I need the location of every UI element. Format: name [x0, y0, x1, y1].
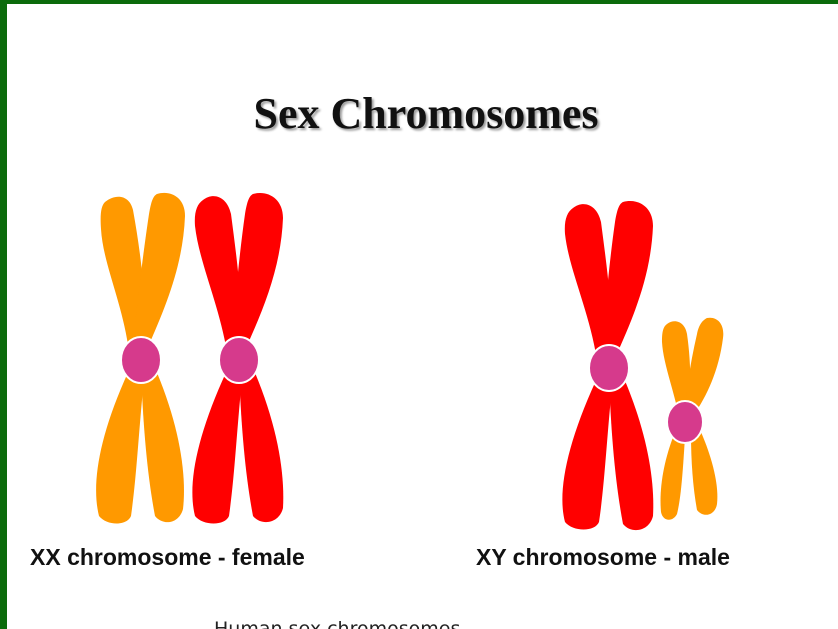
chromatid: [239, 368, 283, 522]
male-label: XY chromosome - male: [476, 544, 730, 571]
female-x-chromosome-orange: [96, 193, 185, 524]
chromatid: [562, 374, 613, 530]
female-x-chromosome-red: [192, 193, 283, 524]
chromatid: [96, 366, 145, 524]
figure-caption: Human sex chromosomes: [214, 618, 460, 629]
centromere: [589, 345, 629, 391]
chromosome-illustration: [7, 4, 838, 629]
chromatid: [609, 376, 653, 530]
female-label: XX chromosome - female: [30, 544, 305, 571]
centromere: [219, 337, 259, 383]
chromatid: [231, 193, 283, 350]
chromatid: [661, 432, 685, 520]
chromatid: [601, 201, 653, 358]
male-x-chromosome-red: [562, 201, 653, 530]
chromatid: [691, 432, 717, 515]
centromere: [121, 337, 161, 383]
chromatid: [192, 366, 243, 524]
chromatid: [141, 368, 184, 522]
centromere: [667, 401, 703, 443]
male-y-chromosome-orange: [661, 318, 724, 520]
